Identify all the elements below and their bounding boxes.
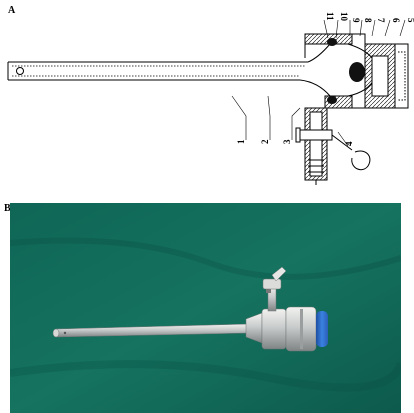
trocar-photograph (10, 203, 401, 413)
part-number-8: 8 (363, 18, 373, 23)
trocar-instrument (52, 266, 328, 352)
trocar-cross-section-drawing: 1 2 3 4 5 6 7 8 9 10 11 (7, 12, 414, 185)
o-ring-top (327, 38, 337, 46)
tube-side-hole (16, 67, 24, 75)
o-ring-bottom (327, 96, 337, 104)
tube (7, 61, 308, 81)
stopcock (262, 278, 282, 290)
part-number-6: 6 (391, 18, 401, 23)
part-number-2: 2 (260, 139, 270, 144)
part-number-10: 10 (339, 12, 349, 22)
leader-lines (231, 19, 406, 147)
part-number-1: 1 (236, 139, 246, 144)
part-number-labels: 1 2 3 4 5 6 7 8 9 10 11 (236, 12, 414, 146)
rear-cap (364, 43, 409, 109)
valve-body (261, 308, 287, 350)
part-number-4: 4 (344, 141, 354, 146)
panel-label-a: A (8, 5, 16, 16)
blue-seal-cap (316, 311, 328, 347)
ball-seal (349, 62, 365, 82)
part-number-3: 3 (282, 139, 292, 144)
part-number-11: 11 (325, 12, 335, 21)
part-number-7: 7 (376, 18, 386, 23)
part-number-9: 9 (351, 18, 361, 23)
seals (327, 38, 365, 104)
side-port-stopcock (295, 107, 371, 185)
stopcock-lever (271, 266, 287, 282)
panel-label-b: B (4, 203, 11, 214)
green-cloth-background (10, 203, 401, 413)
part-number-5: 5 (406, 18, 414, 23)
